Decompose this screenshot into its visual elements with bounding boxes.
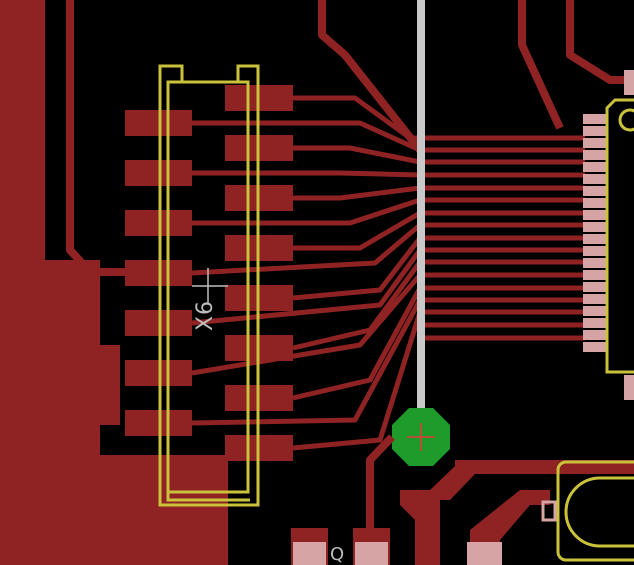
connector-x6-outline[interactable] — [158, 64, 260, 507]
smd-component-bottom[interactable]: Q — [291, 528, 502, 565]
ic-pins[interactable] — [583, 114, 607, 352]
origin-crosshair — [192, 268, 228, 304]
traces-top-right[interactable] — [318, 0, 634, 153]
trace-left-vertical[interactable] — [66, 0, 135, 276]
component-label-fragment: Q — [330, 544, 344, 565]
ic-body-outline[interactable] — [605, 98, 634, 374]
crystal-pad[interactable] — [541, 500, 557, 522]
ic-corner-pin[interactable] — [624, 375, 634, 400]
ic-top-pin[interactable] — [624, 70, 634, 95]
component-name-label[interactable]: X6 — [193, 299, 219, 332]
bus-traces[interactable] — [191, 95, 585, 451]
via[interactable] — [392, 408, 450, 466]
crystal-outline[interactable] — [556, 460, 634, 562]
